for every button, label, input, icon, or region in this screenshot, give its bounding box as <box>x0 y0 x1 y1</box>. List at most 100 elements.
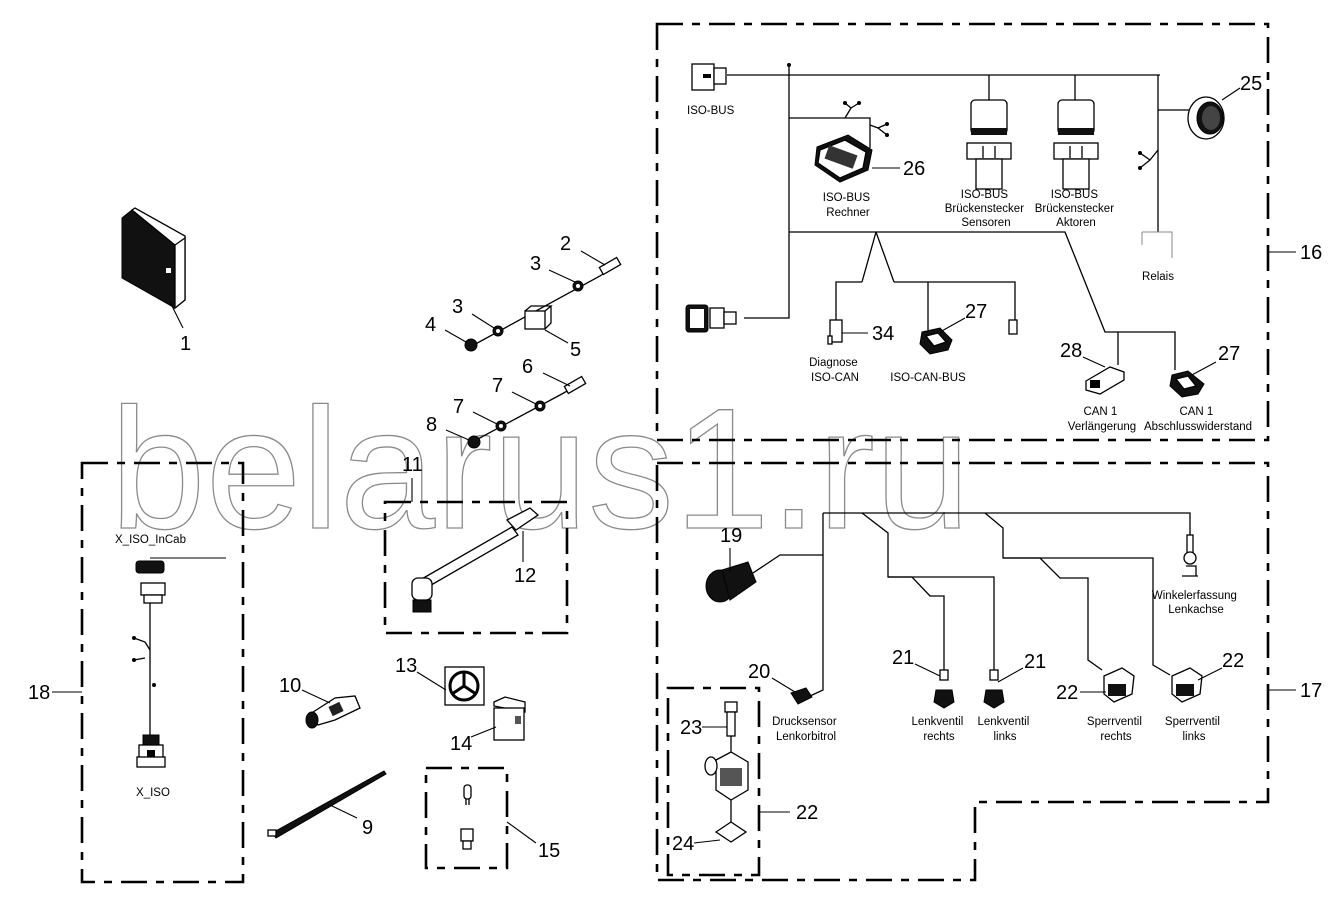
drucksensor-part <box>790 687 813 705</box>
lenkventil-links-part <box>983 669 1005 709</box>
control-unit-part-1 <box>121 207 186 310</box>
harness-16-wires <box>727 63 1190 370</box>
lenkventil-rechts-part <box>933 669 955 709</box>
callout-12: 12 <box>514 565 536 587</box>
leader-9 <box>329 804 358 819</box>
group-box-11 <box>383 500 569 635</box>
callout-5: 5 <box>570 339 581 361</box>
label-diagnose-iso-can: Diagnose ISO-CAN <box>809 357 861 384</box>
steering-wheel-symbol-13 <box>444 666 485 706</box>
group-box-22 <box>666 686 761 877</box>
callout-22-box: 22 <box>796 802 818 824</box>
x-iso-cable <box>132 603 156 735</box>
leader-21-a <box>914 663 941 677</box>
callout-22-a: 22 <box>1056 682 1078 704</box>
label-lenkventil-links: Lenkventil links <box>978 716 1033 743</box>
callout-2: 2 <box>560 233 571 255</box>
leader-7-b <box>472 411 498 425</box>
sperrventil-links-part <box>1171 667 1203 703</box>
label-sperrventil-rechts: Sperrventil rechts <box>1087 716 1145 743</box>
leader-14 <box>470 726 497 738</box>
label-drucksensor: Drucksensor Lenkorbitrol <box>772 716 840 743</box>
leader-15 <box>506 821 537 844</box>
x-iso-incab-connector <box>135 560 166 604</box>
callout-34: 34 <box>872 323 894 345</box>
callout-27-a: 27 <box>965 301 987 323</box>
connector-part-10 <box>305 695 361 729</box>
can1-abschluss-connector-27 <box>1169 370 1205 398</box>
round-connector-19 <box>705 561 757 603</box>
leader-4 <box>444 329 467 343</box>
label-iso-bus-rechner: ISO-BUS Rechner <box>823 192 874 219</box>
callout-20: 20 <box>748 661 770 683</box>
callout-6: 6 <box>522 356 533 378</box>
callout-18: 18 <box>28 682 50 704</box>
callout-24: 24 <box>672 833 694 855</box>
callout-26: 26 <box>903 158 925 180</box>
cable-tie-part-9 <box>267 770 387 839</box>
callout-17: 17 <box>1300 680 1322 702</box>
callout-7-a: 7 <box>492 375 503 397</box>
callout-3-a: 3 <box>530 253 541 275</box>
callout-14: 14 <box>450 733 472 755</box>
callout-19: 19 <box>720 525 742 547</box>
can1-verlaengerung-connector-28 <box>1085 366 1125 395</box>
label-brueckenstecker-sensoren: ISO-BUS Brückenstecker Sensoren <box>945 189 1027 229</box>
callout-15: 15 <box>538 840 560 862</box>
callout-13: 13 <box>395 655 417 677</box>
callout-23: 23 <box>680 717 702 739</box>
harness-17-wires <box>749 512 1191 698</box>
leader-8 <box>445 429 470 441</box>
label-can1-abschlusswiderstand: CAN 1 Abschlusswiderstand <box>1144 406 1252 433</box>
winkelerfassung-sensor <box>1182 534 1198 577</box>
group-box-16 <box>655 22 1270 442</box>
callout-3-b: 3 <box>452 296 463 318</box>
callout-21-a: 21 <box>892 647 914 669</box>
terminal-plug <box>1008 319 1018 335</box>
group-box-15 <box>424 766 509 870</box>
leader-27-b <box>1189 361 1217 377</box>
brueckenstecker-sensoren-part <box>966 99 1012 190</box>
label-iso-bus: ISO-BUS <box>687 105 735 117</box>
callout-9: 9 <box>362 817 373 839</box>
leader-27-a <box>939 317 966 333</box>
screw-washer-nut-assembly <box>467 375 587 449</box>
callout-8: 8 <box>426 414 437 436</box>
brueckenstecker-aktoren-part <box>1053 99 1099 190</box>
label-x-iso: X_ISO <box>136 787 170 799</box>
valve-plug-assembly <box>704 701 749 843</box>
label-sperrventil-links: Sperrventil links <box>1165 716 1223 743</box>
callout-1: 1 <box>180 333 191 355</box>
leader-3-a <box>548 269 576 283</box>
relay-mount-assembly <box>464 256 622 352</box>
leader-2 <box>580 250 606 266</box>
round-connector-25 <box>1187 96 1225 140</box>
callout-25: 25 <box>1240 73 1262 95</box>
leader-28 <box>1082 356 1106 368</box>
relais-part <box>1141 231 1173 258</box>
leader-1 <box>169 301 184 329</box>
label-can1-verlaengerung: CAN 1 Verlängerung <box>1068 406 1136 433</box>
callout-27-b: 27 <box>1218 343 1240 365</box>
iso-can-bus-connector-27 <box>919 327 953 355</box>
leader-22-b <box>1197 667 1223 681</box>
rocker-switch-part-14 <box>493 696 526 741</box>
callout-16: 16 <box>1300 242 1322 264</box>
label-lenkventil-rechts: Lenkventil rechts <box>912 716 967 743</box>
label-winkelerfassung: Winkelerfassung Lenkachse <box>1152 590 1240 616</box>
callout-22-b: 22 <box>1222 650 1244 672</box>
diagnose-iso-can-connector <box>827 319 843 345</box>
callout-10: 10 <box>279 675 301 697</box>
bulb-and-relay-parts-15 <box>460 784 474 850</box>
sperrventil-rechts-part <box>1103 667 1135 703</box>
callout-28: 28 <box>1060 340 1082 362</box>
label-iso-can-bus: ISO-CAN-BUS <box>890 372 966 384</box>
leader-6 <box>542 372 571 387</box>
group-box-18 <box>80 461 245 884</box>
leader-20 <box>771 677 796 693</box>
harness-plug-connector <box>685 304 737 333</box>
leader-3-b <box>471 313 495 329</box>
label-x-iso-incab: X_ISO_InCab <box>115 534 186 546</box>
group-box-17 <box>655 461 1270 882</box>
